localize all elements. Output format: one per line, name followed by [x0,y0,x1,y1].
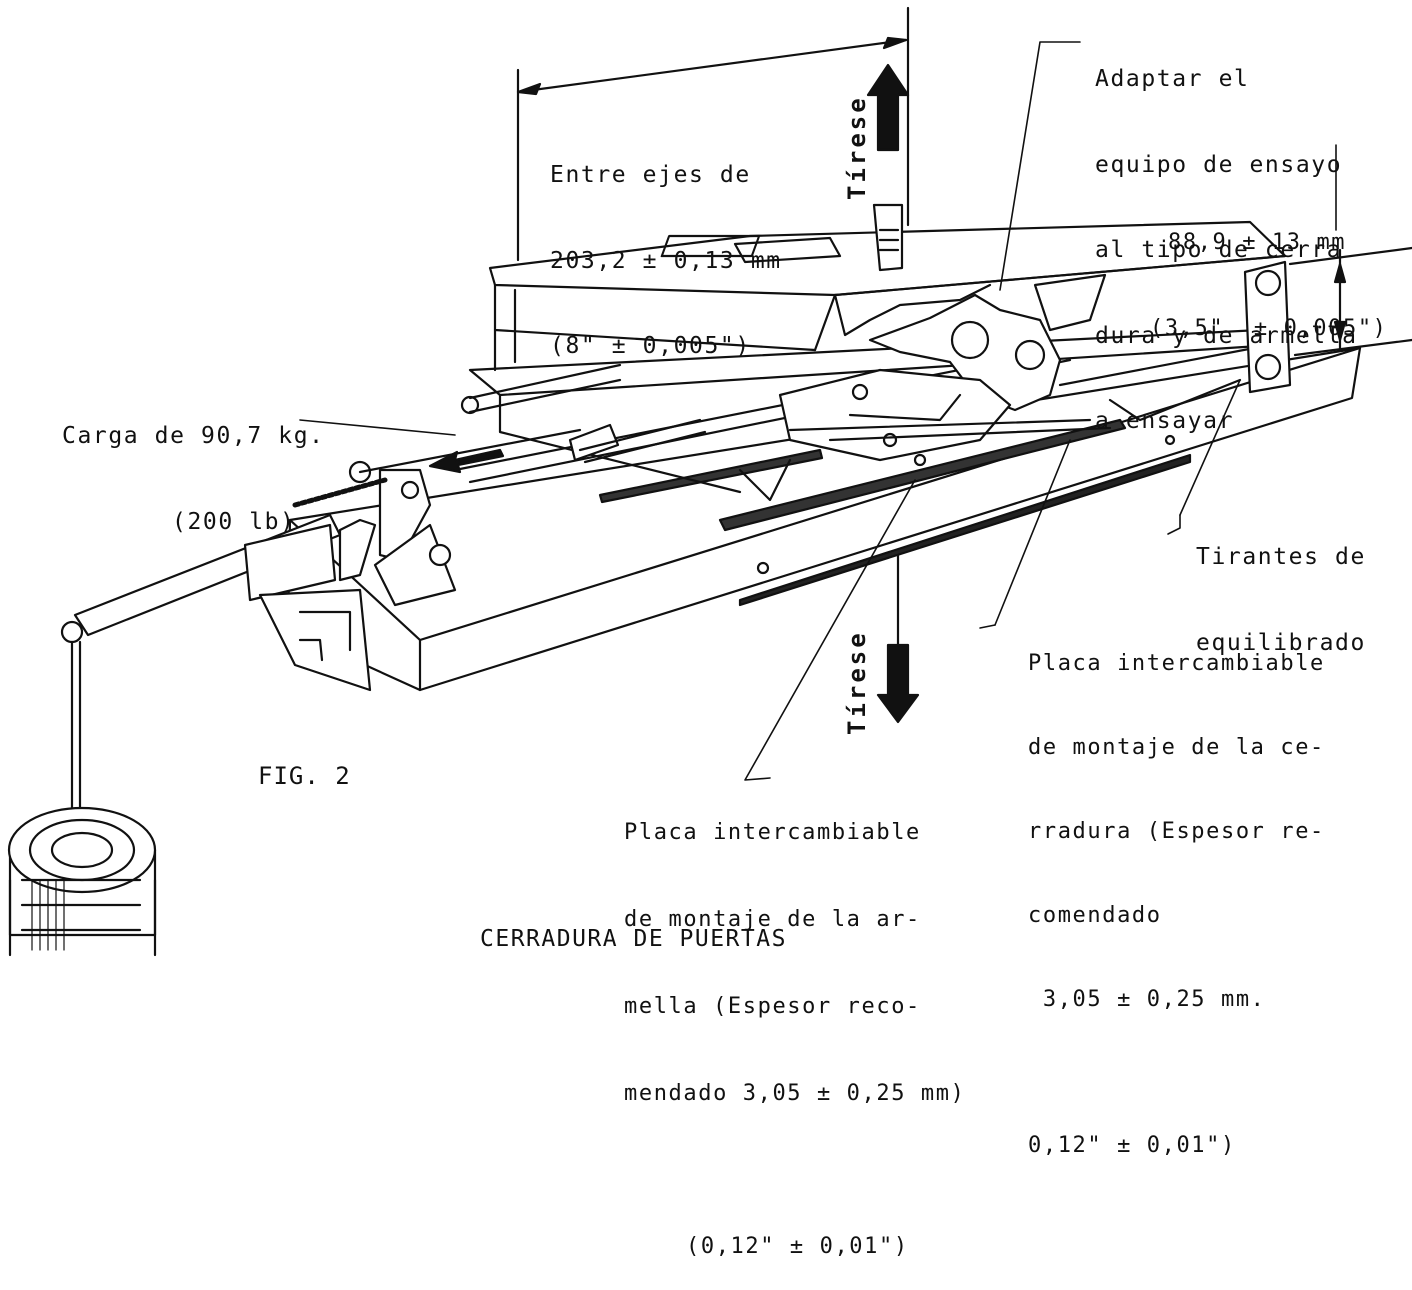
label-line: (200 lb) [172,508,296,535]
label-line: rradura (Espesor re- [1028,819,1325,844]
label-line: comendado [1028,903,1162,928]
label-line: de montaje de la ce- [1028,735,1325,760]
label-line: 88,9 ± 13 mm [1168,230,1347,255]
label-line: dura y de armella [1095,322,1358,349]
slide-rails [453,348,1127,532]
pull-down-arrow [876,553,920,724]
pull-up-label: Tírese [843,95,871,200]
label-line: (0,12" ± 0,01") [686,1234,909,1259]
label-line: mendado 3,05 ± 0,25 mm) [624,1081,966,1106]
label-axis-distance: Entre ejes de 203,2 ± 0,13 mm (8" ± 0,00… [550,104,782,389]
label-striker-plate: Placa intercambiable de montaje de la ar… [624,760,965,1290]
lever-mechanism [60,363,707,842]
axis-distance-dimension [516,6,910,262]
label-line [1028,1070,1325,1076]
label-adapt-equipment: Adaptar el equipo de ensayo al tipo de c… [1095,8,1358,464]
figure-caption: CERRADURA DE PUERTAS [480,926,787,952]
figure-label: FIG. 2 [258,762,351,790]
label-line: al tipo de cerra [1095,237,1343,263]
tie-rods [1243,260,1292,394]
label-line [624,1166,965,1174]
label-lock-plate: Placa intercambiable de montaje de la ce… [1028,594,1325,1188]
top-pull-handle [872,203,904,272]
label-line: mella (Espesor reco- [624,994,921,1019]
height-dimension [1288,246,1412,357]
label-line: (3,5" ± 0,005") [1150,315,1388,341]
label-line: Placa intercambiable [1028,651,1325,676]
label-line: equipo de ensayo [1095,151,1343,178]
label-line: Placa intercambiable [624,820,921,845]
label-line: (8" ± 0,005") [550,333,751,359]
label-line: 203,2 ± 0,13 mm [550,247,782,274]
lock-mechanism [778,293,1112,467]
label-height-dimension: 88,9 ± 13 mm (3,5" ± 0,005") [1150,172,1388,372]
label-tie-rods: Tirantes de equilibrado [1196,486,1366,686]
label-line: Tirantes de [1196,544,1366,570]
load-arrow [428,448,505,474]
label-line: Adaptar el [1095,66,1250,92]
pull-down-label: Tírese [843,630,871,735]
label-line: equilibrado [1196,629,1366,656]
label-line: Carga de 90,7 kg. [62,423,325,449]
pull-up-arrow [866,63,910,152]
label-load: Carga de 90,7 kg. (200 lb) [62,365,325,565]
label-line: a ensayar [1095,408,1235,434]
label-line: de montaje de la ar- [624,907,921,932]
label-line: 3,05 ± 0,25 mm. [1028,987,1266,1012]
label-line: 0,12" ± 0,01") [1028,1133,1236,1158]
test-rig-drawing [7,6,1412,957]
leader-lines [299,41,1337,781]
label-line: Entre ejes de [550,162,751,188]
hanging-weights [7,806,157,957]
